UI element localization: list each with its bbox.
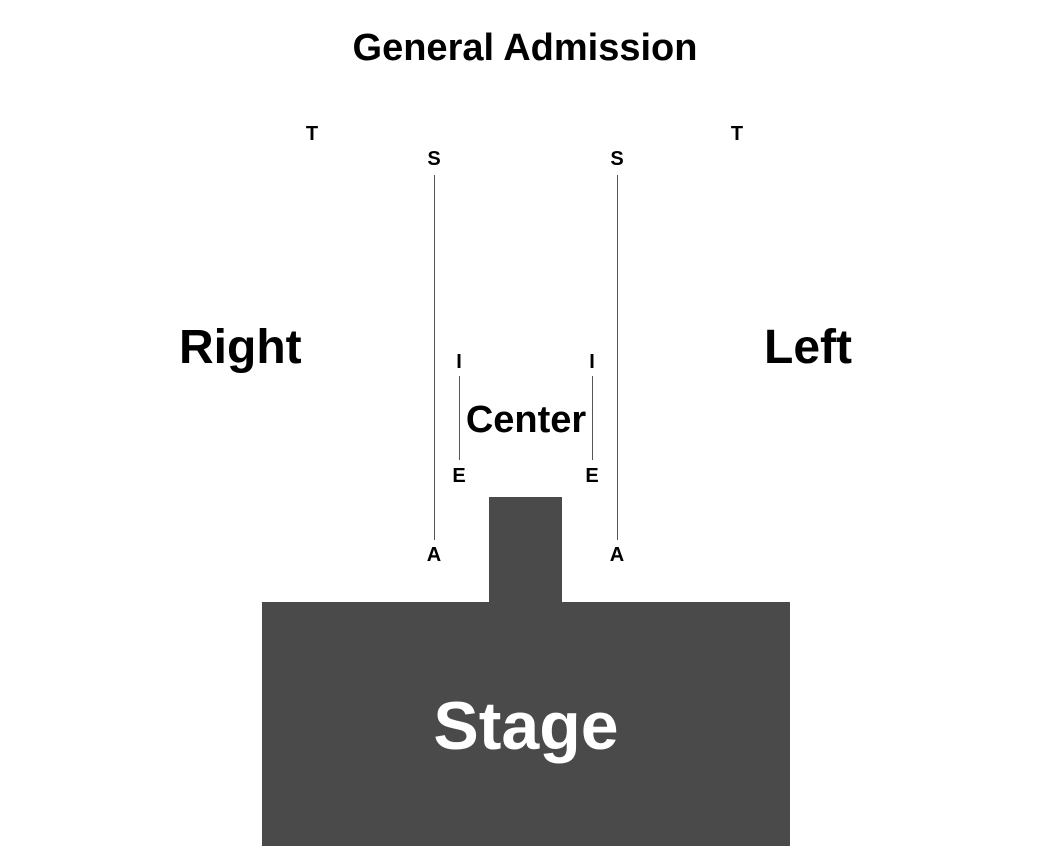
row-label-left-outer-top: T — [730, 123, 744, 145]
section-label-center: Center — [465, 399, 587, 441]
row-label-right-aisle-bottom: A — [426, 544, 442, 566]
left-aisle-line — [617, 175, 618, 540]
center-left-line — [592, 376, 593, 460]
chart-title: General Admission — [352, 27, 698, 69]
stage — [262, 602, 790, 846]
right-aisle-line — [434, 175, 435, 540]
stage-label: Stage — [433, 688, 619, 764]
row-label-left-aisle-top: S — [610, 148, 624, 170]
stage-thrust — [489, 497, 562, 603]
row-label-right-aisle-top: S — [427, 148, 441, 170]
row-label-right-outer-top: T — [305, 123, 319, 145]
center-right-line — [459, 376, 460, 460]
section-label-left: Left — [764, 321, 852, 374]
row-label-center-right-top: I — [456, 351, 462, 373]
row-label-left-aisle-bottom: A — [609, 544, 625, 566]
row-label-center-left-bottom: E — [585, 465, 599, 487]
section-label-right: Right — [179, 321, 302, 374]
row-label-center-left-top: I — [589, 351, 595, 373]
row-label-center-right-bottom: E — [452, 465, 466, 487]
